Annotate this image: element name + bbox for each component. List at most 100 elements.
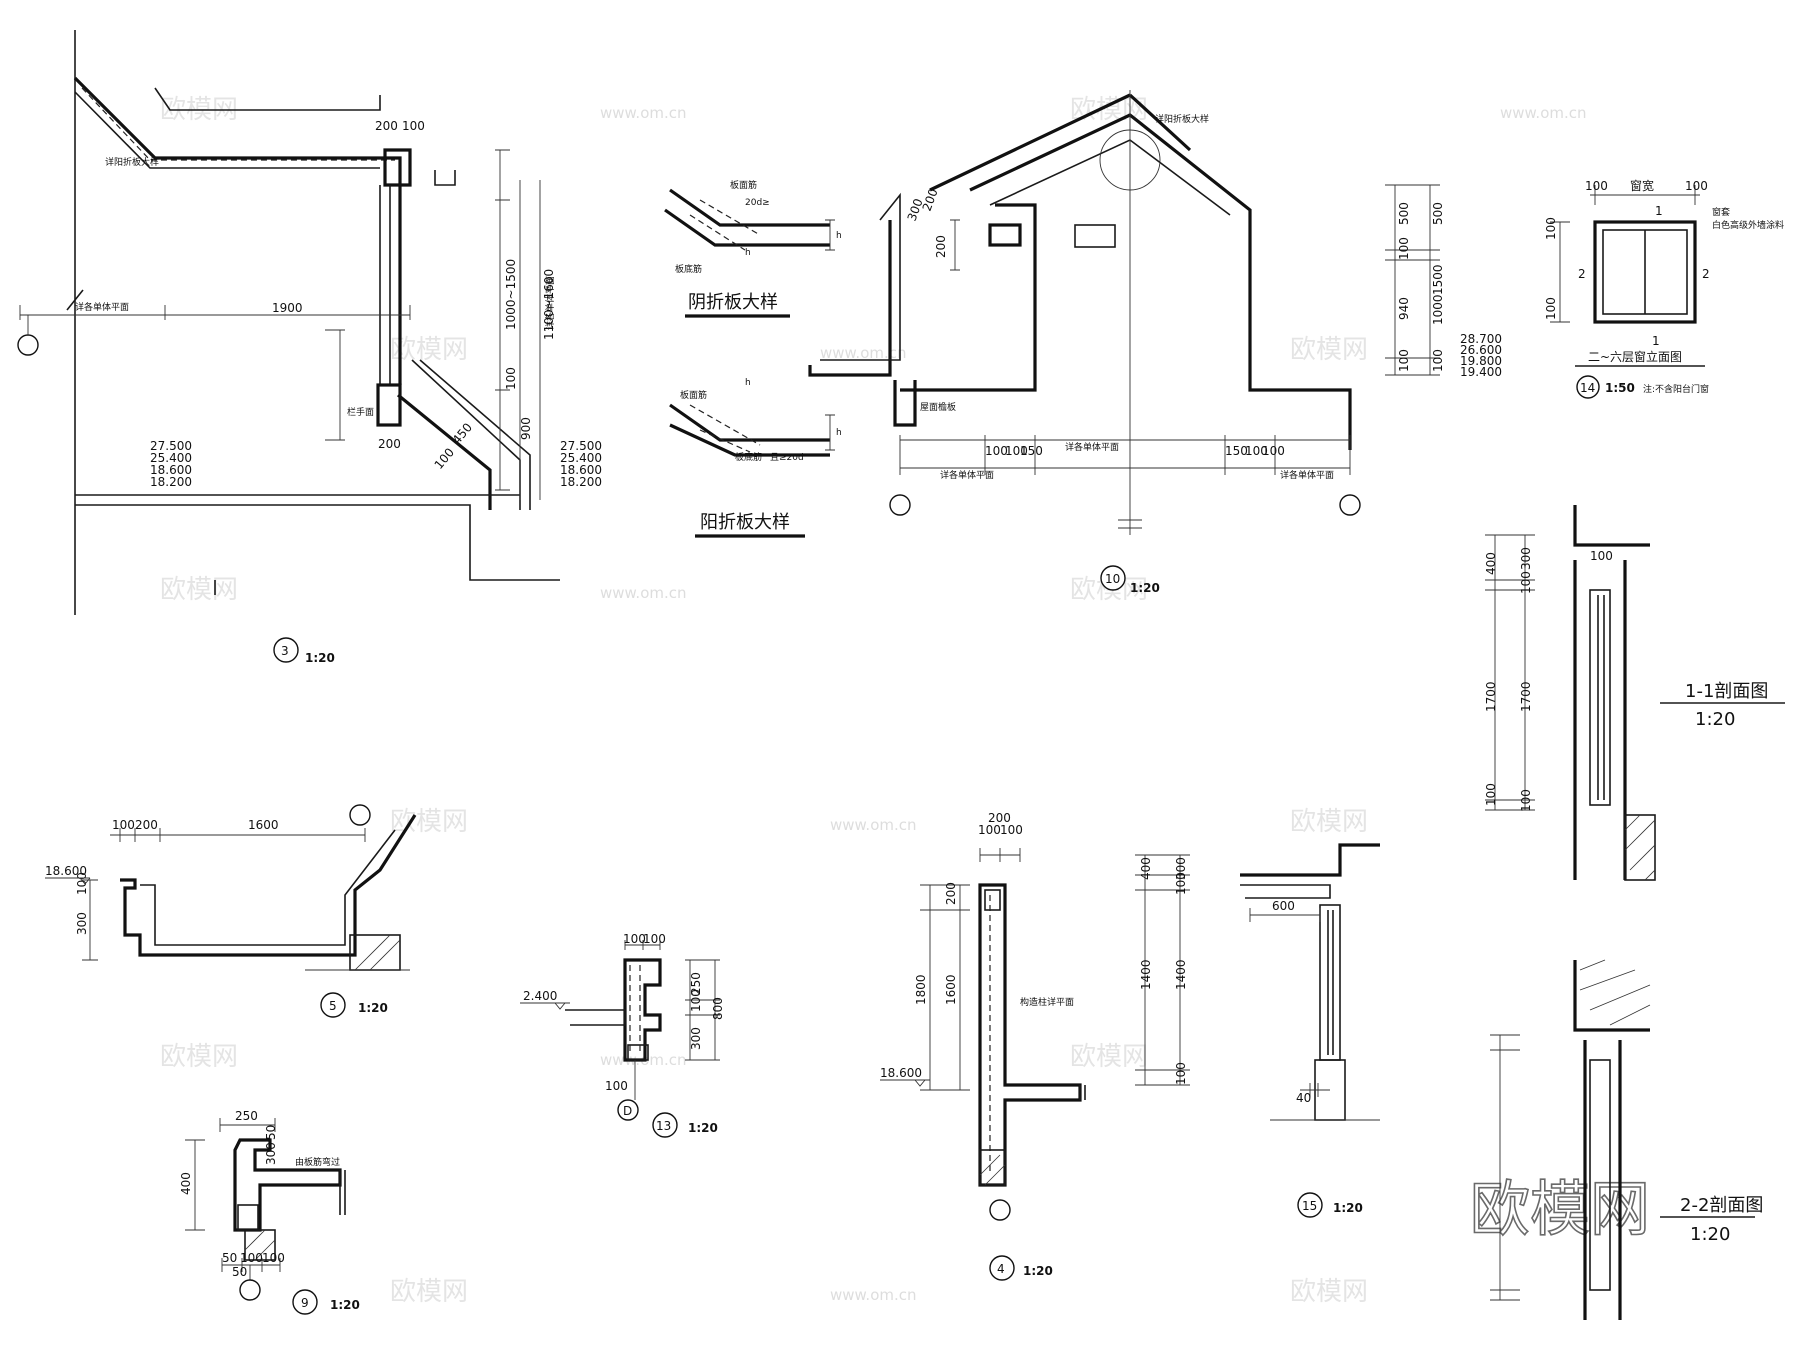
level-label: 18.600 [880,1066,922,1080]
dim-label: 100 [1245,444,1268,458]
parapet [808,220,892,377]
level-label: 18.200 [560,475,602,489]
dim-label: 100 [1174,872,1188,895]
watermark-layer: 欧模网 www.om.cn 欧模网 www.om.cn 欧模网 www.om.c… [160,95,1651,1307]
detail-3: 200 100 1900 200 900 100 1000~1500 1100~… [17,30,602,665]
note-label: 注:不含阳台门窗 [1643,383,1709,395]
dim-label: 200 [944,882,958,905]
dim-label: 100 [1005,444,1028,458]
section-2-2-title: 2-2剖面图 [1680,1195,1763,1216]
watermark-url: www.om.cn [1500,104,1587,122]
dim-label: 1700 [1484,681,1498,712]
glazing [1597,595,1605,800]
axis-bubble [349,804,371,826]
dim-label: 100 [240,1251,263,1265]
dim-label: 100 [1544,217,1558,240]
note-label: 详各单体平面 [544,276,556,330]
dim-label: 100 [1431,349,1445,372]
dim-label: 100 [643,932,666,946]
dim-label: 100 [112,818,135,832]
dim-label: 100 [402,119,425,133]
watermark-brand: 欧模网 [1290,335,1368,365]
detail-13: 100 100 250 100 300 800 100 2.400 D 13 1… [520,932,725,1138]
detail-number: 10 [1105,572,1120,586]
level-label: 28.700 [1460,332,1502,346]
window-section [1319,904,1341,1061]
dim-label: 940 [1397,297,1411,320]
watermark-brand: 欧模网 [1290,1277,1368,1307]
note-label: 且≥20d [770,452,804,463]
detail-scale: 1:50 [1605,381,1635,395]
note-label: 20d≥ [745,198,770,208]
note-label: h [836,428,842,438]
dimension-line [185,1139,205,1231]
hatch [244,1229,276,1261]
dim-label: 1700 [1519,681,1533,712]
watermark-brand-large: 欧模网 [1470,1175,1650,1245]
section-2-2-scale: 1:20 [1690,1224,1730,1245]
watermark-brand: 欧模网 [1290,807,1368,837]
detail-scale: 1:20 [305,651,335,665]
note-label: h [745,378,751,388]
dim-label: 800 [711,997,725,1020]
section-1-1-scale: 1:20 [1695,709,1735,730]
elevation-dimensions: 500 500 100 1500 940 1000 100 100 28.700… [1385,184,1502,379]
level-label: 18.600 [45,864,87,878]
wall-beam [900,203,1037,392]
ledge-outline [120,814,417,957]
detail-scale: 1:20 [330,1298,360,1312]
dim-label: 100 [978,823,1001,837]
dim-label: 50 [264,1125,278,1140]
dim-label: 1900 [272,301,303,315]
level-label: 18.600 [560,463,602,477]
level-label: 27.500 [560,439,602,453]
beam-outline [233,1138,342,1232]
dimension-line [1485,534,1535,811]
note-label: 板面筋 [730,179,757,191]
yang-plate-bottom [669,423,830,457]
dim-label: 200 [920,187,941,213]
watermark-brand: 欧模网 [390,807,468,837]
dim-label: 300 [1174,857,1188,880]
dim-label: 100 [605,1079,628,1093]
level-label: 26.600 [1460,343,1502,357]
watermark-brand: 欧模网 [390,1277,468,1307]
eave-profile [154,87,381,111]
window-frame-outer [1593,220,1697,324]
dimension-line [1385,184,1440,376]
note-label: 板底筋 [675,263,702,275]
yang-rebar [689,404,761,453]
dimension-line [82,879,98,961]
dim-label: 50 [232,1265,247,1279]
glazing [1327,910,1334,1055]
beam-core [237,1204,259,1231]
gable-outline [969,113,1352,450]
section-wall [1573,960,1650,1320]
detail-10: 200 300 200 100 100 150 150 100 100 详阳折板… [808,90,1361,595]
roof-slab-outline [73,76,402,385]
section-mark: 2 [1702,267,1710,281]
note-label: h [745,248,751,258]
dim-label: 100 [1544,297,1558,320]
dim-label: 250 [235,1109,258,1123]
dimension-line [1550,221,1570,323]
detail-bubble [292,1289,318,1315]
level-marker [45,877,91,885]
note-label: 由板筋弯过 [295,1156,340,1168]
dim-label: 100 [1590,549,1613,563]
dimension-line [825,219,835,251]
dim-label: 100 [623,932,646,946]
yin-plate-bottom [664,208,830,247]
note-label: 详阳折板大样 [105,156,159,168]
axis-label: D [623,1104,632,1118]
detail-number: 15 [1302,1199,1317,1213]
note-label: 详各单体平面 [1280,469,1334,481]
dimension-line [325,329,345,441]
note-label: 板面筋 [680,389,707,401]
dim-label: 100 [1397,349,1411,372]
slab-break [1079,1085,1086,1100]
detail-scale: 1:20 [358,1001,388,1015]
detail-scale: 1:20 [1023,1264,1053,1278]
dimension-line [1135,854,1190,1086]
dim-label: 100 [1262,444,1285,458]
